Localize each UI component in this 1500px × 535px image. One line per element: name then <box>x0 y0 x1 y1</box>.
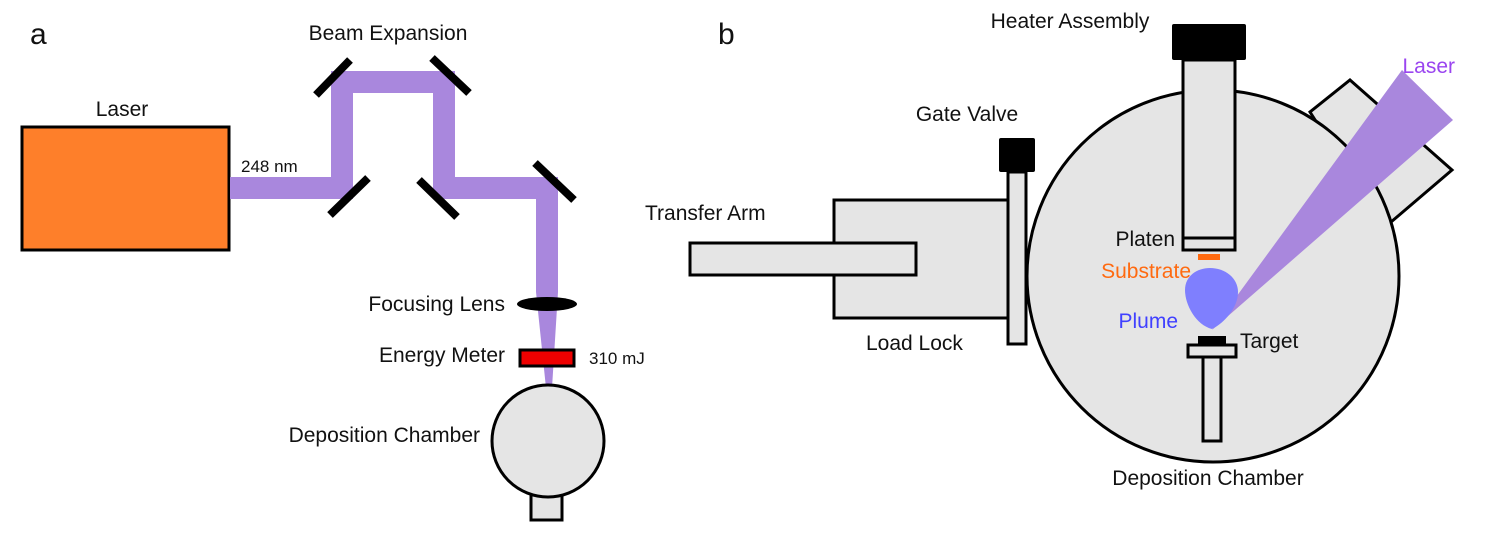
focusing-lens-label: Focusing Lens <box>368 293 505 316</box>
heater-assembly-label: Heater Assembly <box>991 10 1150 33</box>
target-stem <box>1201 355 1223 443</box>
laser-beam-path <box>230 71 558 292</box>
gate-valve-actuator <box>999 138 1035 172</box>
panel-b: b Transfer Arm Load Lock Gate Valve Heat… <box>645 10 1455 490</box>
plume-label: Plume <box>1118 310 1178 333</box>
laser-source-box <box>20 125 231 252</box>
mirror-1 <box>313 57 353 98</box>
target-label: Target <box>1240 330 1299 353</box>
focusing-lens <box>517 297 577 311</box>
laser-beam-cone <box>1212 70 1453 330</box>
energy-value: 310 mJ <box>589 349 645 368</box>
target <box>1198 336 1226 344</box>
energy-meter-label: Energy Meter <box>379 344 505 367</box>
gate-valve-label: Gate Valve <box>916 103 1018 126</box>
deposition-chamber-label-b: Deposition Chamber <box>1112 467 1303 490</box>
laser-label-b: Laser <box>1402 55 1455 78</box>
panel-a-label: a <box>30 18 47 51</box>
load-lock-label: Load Lock <box>866 332 963 355</box>
laser-label: Laser <box>96 98 149 121</box>
mirror-5 <box>532 160 577 203</box>
panel-a: a Laser 248 nm Beam Expansion Focusing L… <box>20 18 645 522</box>
mirror-2 <box>429 55 472 96</box>
energy-meter <box>518 348 576 368</box>
beam-expansion-label: Beam Expansion <box>309 22 468 45</box>
wavelength-label: 248 nm <box>241 157 298 176</box>
transfer-arm-label: Transfer Arm <box>645 202 766 225</box>
heater-assembly-cap <box>1172 24 1246 60</box>
substrate-label: Substrate <box>1101 260 1191 283</box>
mirror-3 <box>327 175 371 218</box>
platen <box>1181 236 1237 252</box>
transfer-arm <box>688 241 918 277</box>
gate-valve-body <box>1006 170 1028 346</box>
heater-assembly-shaft <box>1181 58 1237 240</box>
panel-b-label: b <box>718 18 735 51</box>
substrate <box>1198 254 1220 260</box>
deposition-chamber-label-a: Deposition Chamber <box>289 424 480 447</box>
deposition-chamber-small <box>490 383 606 499</box>
target-holder <box>1186 343 1238 359</box>
platen-label: Platen <box>1115 228 1175 251</box>
mirror-4 <box>416 177 460 220</box>
plume <box>1185 268 1238 329</box>
